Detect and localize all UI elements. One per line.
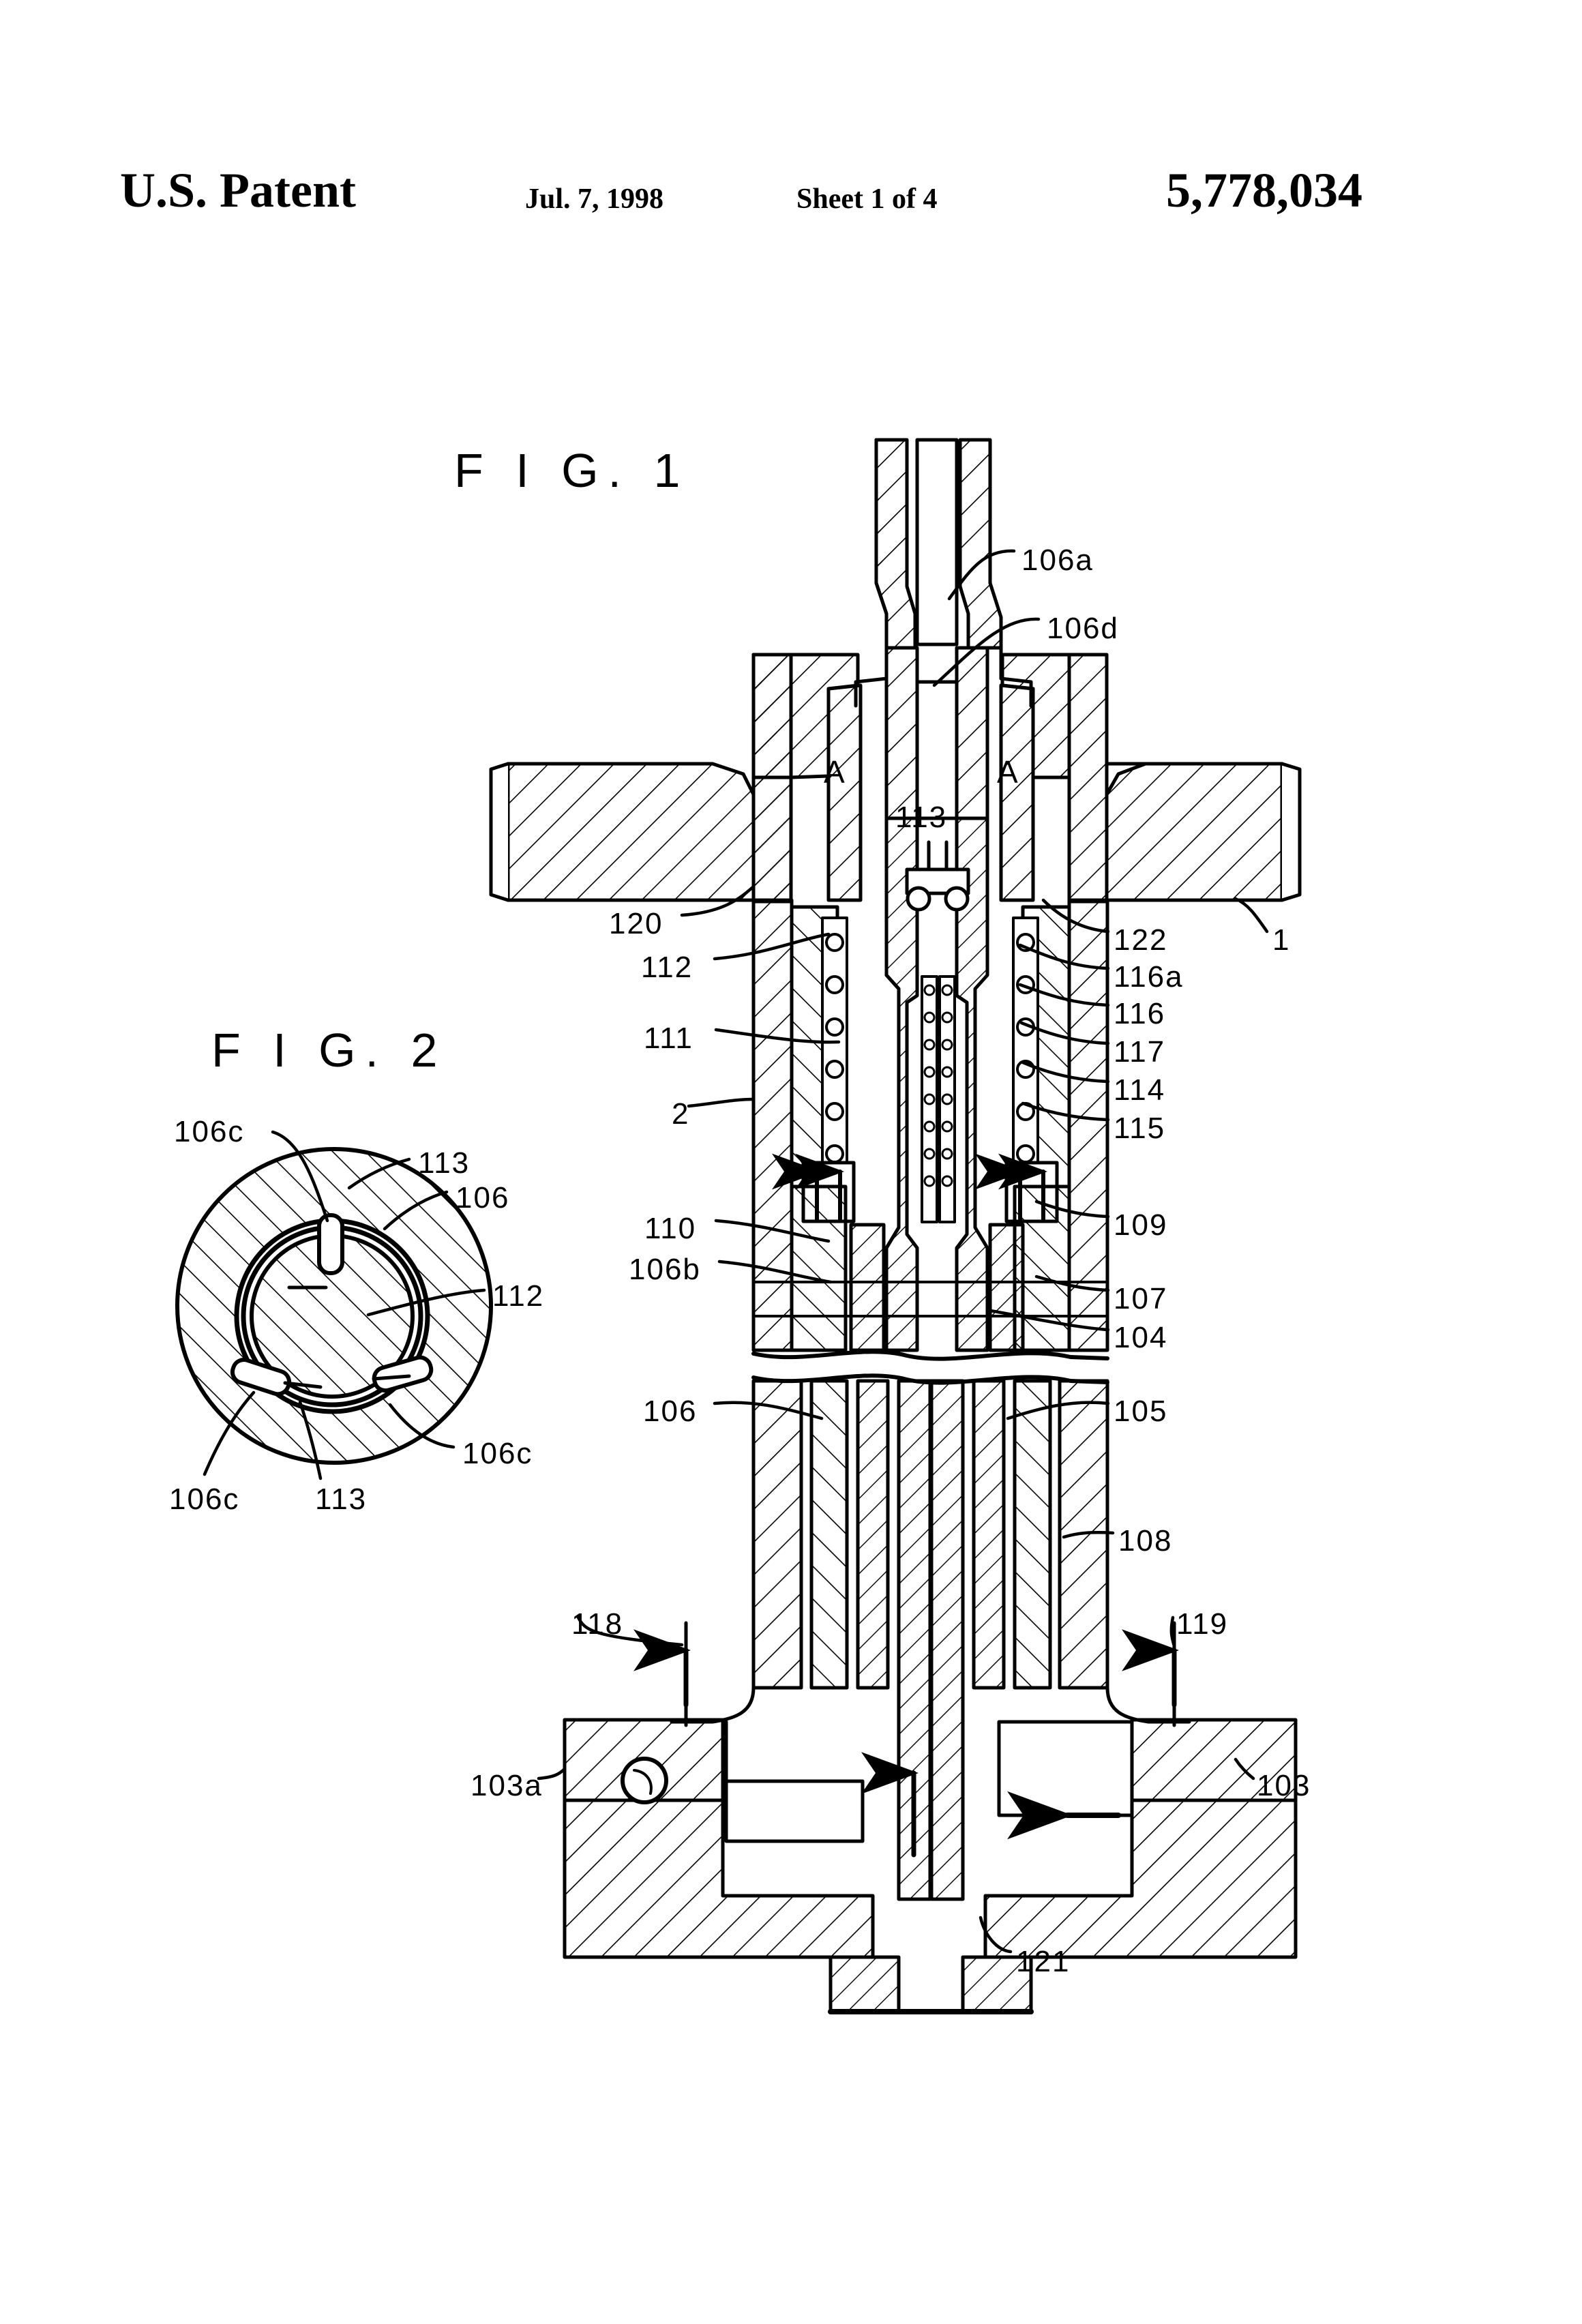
ref-fig2-113-top: 113 [418, 1146, 471, 1180]
ref-fig2-106: 106 [456, 1181, 510, 1215]
ref-119: 119 [1176, 1607, 1229, 1641]
figure-1-title: F I G. 1 [454, 444, 690, 497]
ref-fig2-106c-bottom: 106c [169, 1483, 240, 1516]
fig2-cross-section [175, 1147, 493, 1465]
ref-112: 112 [641, 951, 693, 984]
section-mark-a-right: A [997, 754, 1018, 790]
ref-113: 113 [895, 801, 948, 834]
ref-fig2-112: 112 [492, 1279, 545, 1313]
ref-104: 104 [1114, 1321, 1168, 1354]
ref-118: 118 [571, 1607, 624, 1641]
ref-109: 109 [1114, 1208, 1168, 1242]
figure-2-title: F I G. 2 [211, 1024, 447, 1077]
ref-fig2-106c-top: 106c [174, 1115, 245, 1148]
fig1-center-coil [921, 975, 956, 1223]
fig1-lower-barrel [670, 1379, 1191, 1901]
fig1-seat-pins [905, 840, 970, 912]
ref-2: 2 [672, 1097, 690, 1131]
patent-number: 5,778,034 [1166, 163, 1362, 218]
ref-121: 121 [1016, 1945, 1071, 1978]
patent-date: Jul. 7, 1998 [525, 183, 664, 215]
ref-105: 105 [1114, 1395, 1168, 1428]
ref-116: 116 [1114, 997, 1166, 1030]
ref-107: 107 [1114, 1282, 1168, 1315]
ref-103a: 103a [471, 1769, 543, 1802]
ref-115: 115 [1114, 1112, 1166, 1145]
patent-office-title: U.S. Patent [120, 163, 356, 218]
ref-106b: 106b [629, 1253, 701, 1286]
fig1-wall-section [489, 762, 1302, 902]
patent-header: U.S. Patent Jul. 7, 1998 Sheet 1 of 4 5,… [0, 0, 1582, 225]
fig1-bottom-block [563, 1621, 1298, 2014]
ref-106d: 106d [1047, 612, 1119, 645]
ref-103: 103 [1257, 1769, 1311, 1802]
ref-110: 110 [644, 1212, 697, 1245]
ref-1: 1 [1272, 923, 1291, 957]
ref-fig2-113-bottom: 113 [315, 1483, 368, 1516]
ref-106-lower: 106 [643, 1395, 698, 1428]
fig1-break-line [751, 1350, 1109, 1385]
ref-111: 111 [644, 1022, 693, 1055]
ref-116a: 116a [1114, 960, 1184, 994]
ref-108: 108 [1118, 1524, 1173, 1558]
fig1-valve-body [751, 816, 1109, 1352]
ref-120: 120 [609, 907, 663, 940]
fig1-upper-housing [751, 646, 1109, 904]
sheet-indicator: Sheet 1 of 4 [796, 183, 938, 215]
fig1-top-tube [854, 438, 1033, 708]
ref-117: 117 [1114, 1035, 1166, 1069]
fig1-leader-lines [537, 549, 1269, 1954]
ref-106a: 106a [1021, 543, 1094, 577]
ref-114: 114 [1114, 1073, 1166, 1107]
ref-122: 122 [1114, 923, 1168, 957]
section-mark-a-left: A [824, 754, 845, 790]
ref-fig2-106c-right: 106c [462, 1437, 533, 1470]
fig2-leader-lines [203, 1130, 486, 1480]
